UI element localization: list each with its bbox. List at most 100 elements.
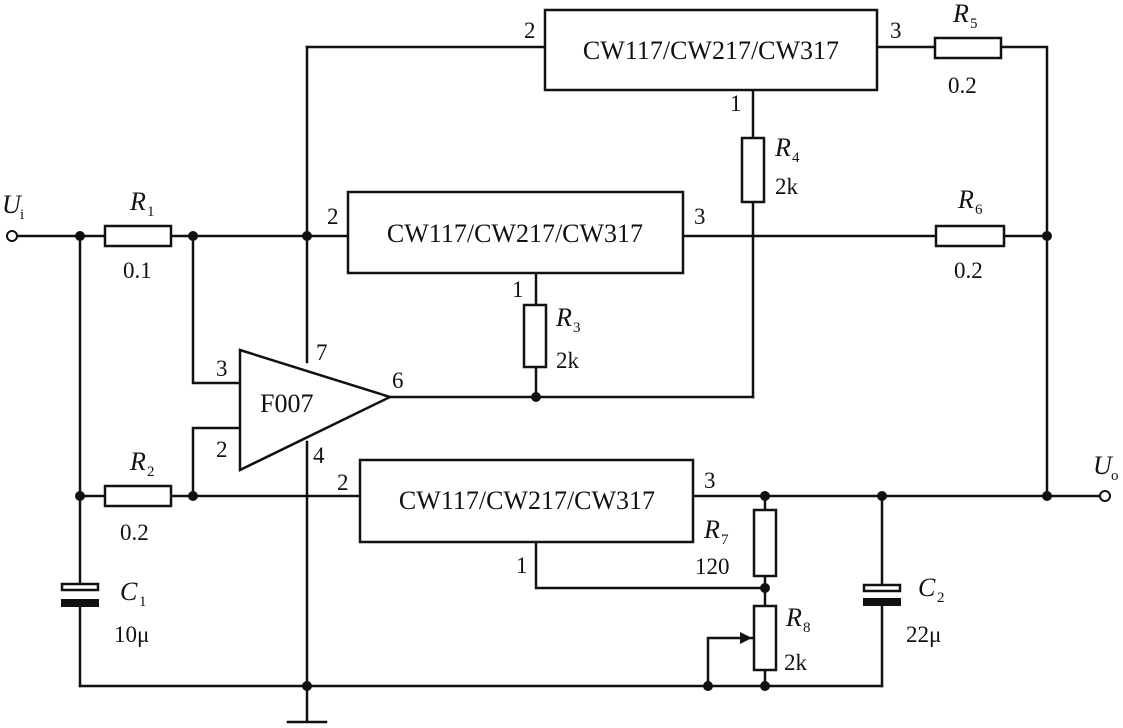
r8-body: [752, 604, 778, 672]
r1-letter: R: [129, 187, 146, 216]
bottom-regulator-pin-in: 2: [337, 470, 349, 495]
top-regulator-label: CW117/CW217/CW317: [583, 36, 839, 65]
r8-subscript: 8: [803, 620, 811, 636]
r4-subscript: 4: [792, 150, 800, 166]
junction-dot: [75, 231, 85, 241]
bottom-regulator: CW117/CW217/CW317 2 3 1: [337, 458, 716, 578]
junction-dot: [760, 681, 770, 691]
r7-value: 120: [695, 554, 730, 579]
middle-regulator-pin-out: 3: [694, 204, 706, 229]
top-regulator-pin-adj: 1: [730, 91, 742, 116]
bottom-regulator-pin-adj: 1: [516, 553, 528, 578]
junction-dot: [531, 392, 541, 402]
top-regulator: CW117/CW217/CW317 2 3 1: [524, 8, 902, 116]
r8-letter: R: [785, 603, 802, 632]
input-terminal: U i: [2, 190, 24, 242]
r1-subscript: 1: [147, 204, 155, 220]
resistor-r6: R 6 0.2: [934, 185, 1006, 283]
r7-letter: R: [703, 515, 720, 544]
junction-dot: [302, 681, 312, 691]
junction-dot: [1042, 491, 1052, 501]
opamp-noninv-wire: [191, 234, 242, 385]
capacitor-c2: C 2 22μ: [862, 573, 945, 647]
r2-subscript: 2: [147, 464, 155, 480]
resistor-r5: R 5 0.2: [933, 0, 1003, 98]
opamp-pin-noninv: 3: [216, 356, 228, 381]
resistor-r7: R 7 120: [695, 508, 778, 579]
resistor-r4: R 4 2k: [740, 133, 800, 204]
bottom-regulator-pin-out: 3: [704, 468, 716, 493]
c1-value: 10μ: [114, 622, 149, 647]
opamp-pin-out: 6: [392, 368, 404, 393]
output-terminal-subscript: o: [1111, 468, 1119, 484]
input-terminal-circle: [6, 230, 18, 242]
c1-plate-bottom: [61, 599, 99, 607]
junction-dot: [188, 491, 198, 501]
output-terminal-letter: U: [1093, 451, 1114, 480]
r4-value: 2k: [775, 174, 799, 199]
r3-letter: R: [555, 303, 572, 332]
r8-wiper-arrow-icon: [740, 632, 752, 644]
r8-wiper-wire: [706, 636, 754, 688]
opamp-pin-vplus: 7: [316, 340, 328, 365]
c1-plate-top: [60, 582, 100, 592]
resistor-r3: R 3 2k: [522, 303, 581, 373]
junctions: [75, 231, 1052, 691]
top-regulator-pin-out: 3: [890, 18, 902, 43]
r8-value: 2k: [784, 650, 808, 675]
capacitor-c1: C 1 10μ: [60, 577, 149, 647]
opamp-pin-vminus: 4: [313, 443, 325, 468]
output-terminal: U o: [1093, 451, 1119, 502]
r7-body: [752, 508, 778, 578]
r5-body: [933, 36, 1003, 60]
r4-body: [740, 136, 766, 204]
c2-letter: C: [918, 573, 936, 602]
junction-dot: [302, 231, 312, 241]
c1-letter: C: [120, 577, 138, 606]
opamp-inv-wire: [191, 426, 242, 498]
opamp-pin-inv: 2: [216, 437, 228, 462]
r3-body: [522, 303, 548, 369]
middle-regulator: CW117/CW217/CW317 2 3 1: [327, 190, 706, 302]
c1-subscript: 1: [139, 594, 147, 610]
middle-regulator-label: CW117/CW217/CW317: [387, 219, 643, 248]
input-terminal-letter: U: [2, 190, 23, 219]
r6-subscript: 6: [975, 202, 983, 218]
r2-value: 0.2: [120, 520, 149, 545]
r2-letter: R: [129, 447, 146, 476]
resistor-r2: R 2 0.2: [103, 447, 173, 545]
junction-dot: [760, 491, 770, 501]
r4-letter: R: [774, 133, 791, 162]
r5-subscript: 5: [970, 16, 978, 32]
junction-dot: [877, 491, 887, 501]
bottom-reg-adj-wire: [534, 540, 767, 590]
resistor-r1: R 1 0.1: [103, 187, 173, 283]
input-terminal-subscript: i: [20, 207, 24, 223]
r5-value: 0.2: [948, 73, 977, 98]
r3-value: 2k: [556, 348, 580, 373]
opamp-triangle: [238, 348, 394, 472]
r5-letter: R: [952, 0, 969, 28]
middle-regulator-pin-adj: 1: [512, 277, 524, 302]
r2-body: [103, 484, 173, 508]
c2-subscript: 2: [937, 590, 945, 606]
bottom-regulator-box: [358, 458, 695, 544]
middle-regulator-pin-in: 2: [327, 204, 339, 229]
opamp: F007 3 2 6 7 4: [216, 340, 404, 472]
right-bus-wire: [999, 45, 1049, 498]
opamp-label: F007: [260, 389, 313, 418]
r1-value: 0.1: [123, 258, 152, 283]
r7-subscript: 7: [721, 532, 729, 548]
resistor-r8: R 8 2k: [752, 603, 811, 675]
r6-letter: R: [957, 185, 974, 214]
top-regulator-box: [543, 8, 879, 92]
junction-dot: [75, 491, 85, 501]
output-terminal-circle: [1099, 490, 1111, 502]
junction-dot: [1042, 231, 1052, 241]
middle-regulator-box: [346, 190, 685, 275]
c2-value: 22μ: [906, 622, 941, 647]
bottom-regulator-label: CW117/CW217/CW317: [399, 486, 655, 515]
junction-dot: [703, 681, 713, 691]
junction-dot: [188, 231, 198, 241]
